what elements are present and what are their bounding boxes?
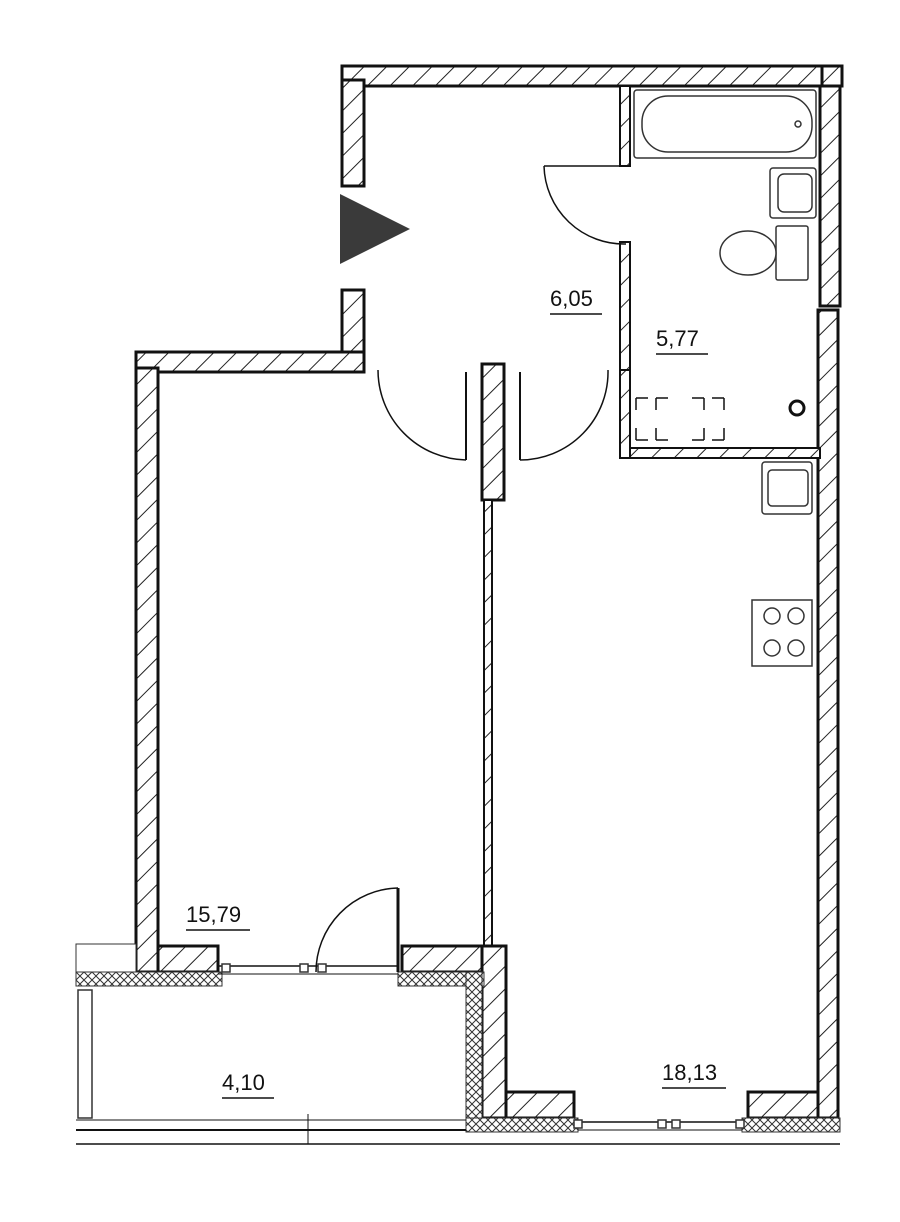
floor-drain	[788, 399, 806, 417]
bathroom-sink-basin	[777, 173, 813, 213]
burner-3	[763, 639, 781, 657]
wall-partition-stub	[480, 362, 506, 502]
wall-top	[340, 64, 828, 88]
kitchen-sink-basin	[767, 469, 809, 507]
wall-partition-bottom	[480, 944, 508, 1120]
bathroom-door-swing	[543, 165, 627, 245]
wall-bathroom-bottom	[619, 447, 821, 459]
burner-1	[763, 607, 781, 625]
wall-bathroom-left-lower	[619, 241, 631, 379]
balcony-insulation-top-left	[75, 971, 223, 987]
burner-2	[787, 607, 805, 625]
wall-right-lower	[816, 308, 840, 1120]
balcony-insulation-right	[465, 971, 483, 1133]
wall-kitchen-bottom-right	[746, 1090, 820, 1120]
bedroom-door-swing	[377, 369, 467, 461]
window-handle-2	[299, 963, 309, 973]
entrance-arrow-icon	[340, 194, 410, 264]
window-handle-1	[221, 963, 231, 973]
wall-bedroom-top	[134, 350, 366, 374]
area-label-balcony: 4,10	[222, 1070, 265, 1095]
kitchen-window-handle-2	[657, 1119, 667, 1129]
burner-4	[787, 639, 805, 657]
kitchen-window-handle-3	[671, 1119, 681, 1129]
toilet-tank	[775, 225, 809, 281]
area-label-bedroom: 15,79	[186, 902, 241, 927]
area-label-hallway: 6,05	[550, 286, 593, 311]
bathtub-drain	[794, 120, 802, 128]
wall-kitchen-bottom-left	[504, 1090, 576, 1120]
wall-bedroom-bottom-left	[156, 944, 220, 974]
kitchen-window-handle-1	[573, 1119, 583, 1129]
wall-right-upper	[818, 84, 842, 308]
wall-bedroom-left	[134, 366, 160, 974]
washing-machine	[635, 397, 725, 441]
balcony-side-wall	[77, 989, 93, 1119]
balcony-outer-left	[75, 943, 137, 973]
wall-bedroom-bottom-right	[400, 944, 484, 974]
bathtub-inner	[641, 95, 813, 153]
kitchen-insulation-right	[741, 1117, 841, 1133]
wall-partition	[483, 499, 493, 947]
wall-bathroom-left-bottom	[619, 369, 631, 459]
balcony-door-swing	[315, 887, 399, 973]
toilet-bowl	[719, 230, 777, 276]
kitchen-door-swing	[519, 369, 609, 461]
kitchen-window-handle-4	[735, 1119, 745, 1129]
wall-bathroom-left-upper	[619, 85, 631, 167]
stove	[751, 599, 813, 667]
area-label-bathroom: 5,77	[656, 326, 699, 351]
window-handle-3	[317, 963, 327, 973]
kitchen-insulation-left	[465, 1117, 579, 1133]
wall-entrance-upper	[340, 78, 366, 188]
area-label-kitchen: 18,13	[662, 1060, 717, 1085]
balcony-insulation-top-right	[397, 971, 485, 987]
wall-top-right-corner	[820, 64, 844, 88]
